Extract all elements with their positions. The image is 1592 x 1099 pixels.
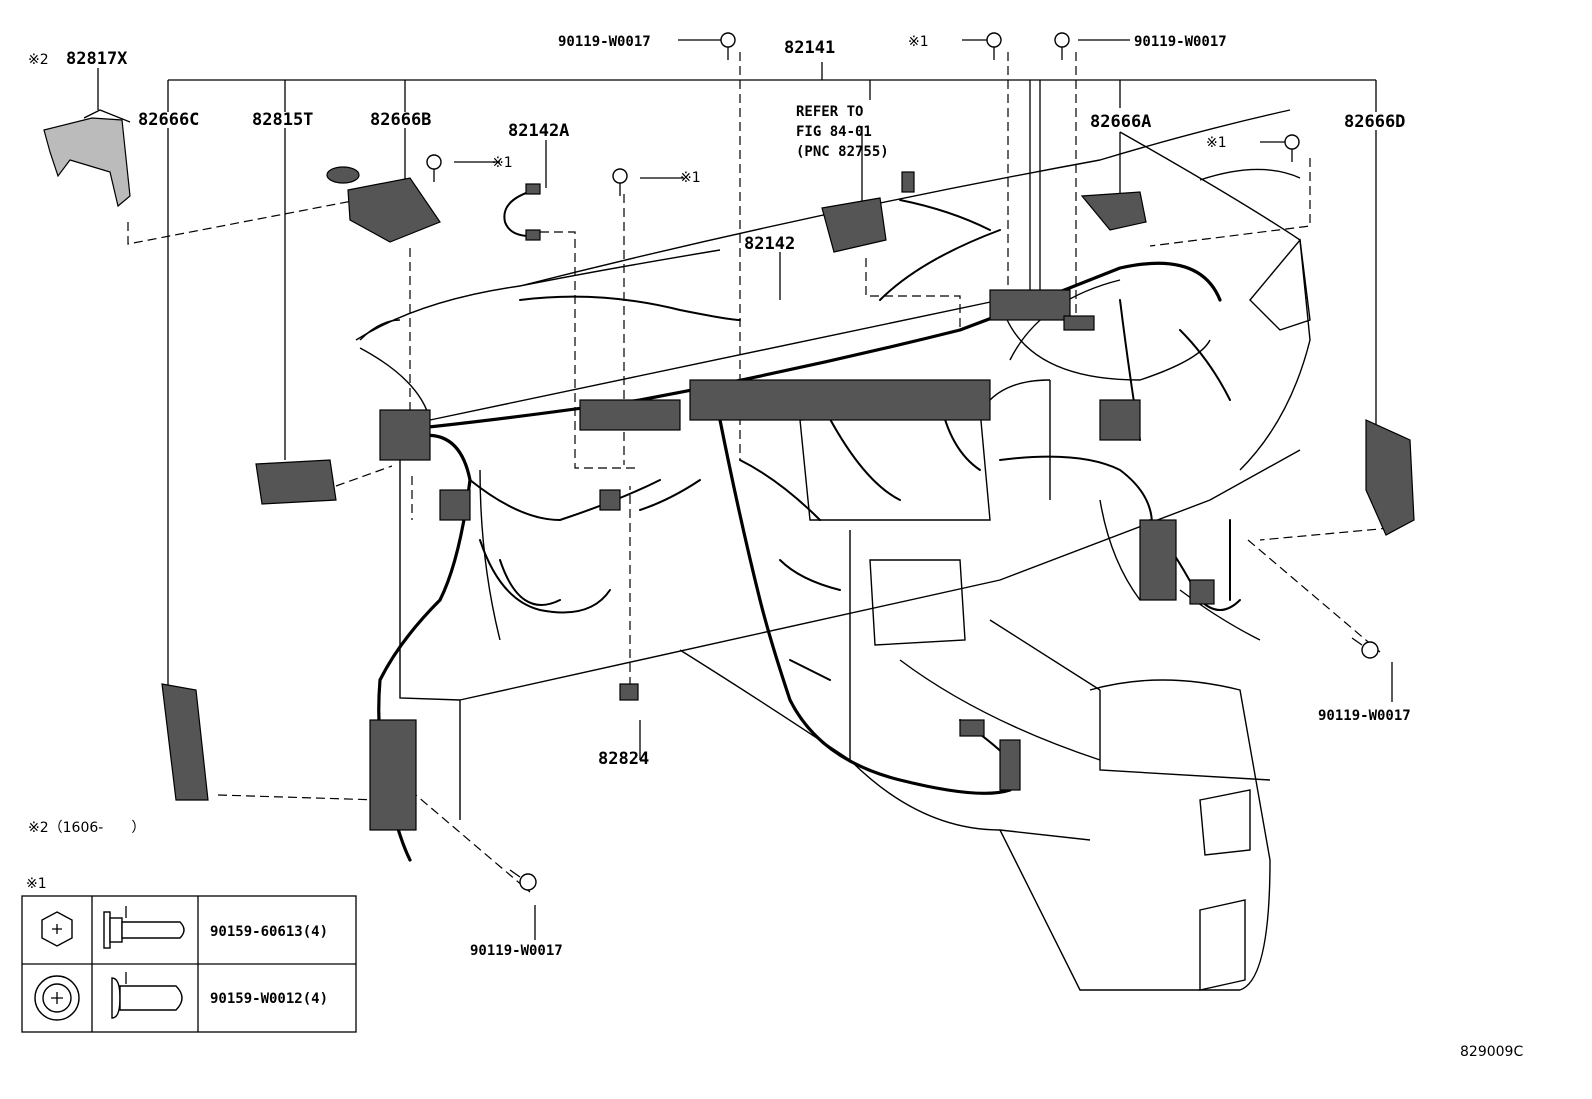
label-mark1-c: ※1: [680, 170, 701, 186]
label-82666d: 82666D: [1344, 112, 1405, 132]
label-refer-line2: FIG 84-01: [796, 124, 872, 140]
label-bolt-right: 90119-W0017: [1318, 708, 1411, 724]
label-mark1-b: ※1: [492, 155, 513, 171]
label-82666a: 82666A: [1090, 112, 1151, 132]
dashboard-panel: [355, 109, 1311, 991]
legend-title: ※1: [26, 876, 47, 892]
label-mark1-a: ※1: [908, 34, 929, 50]
main-leader-bracket: [167, 62, 1377, 300]
label-bolt-bottom: 90119-W0017: [470, 943, 563, 959]
round-head-screw-icon: [34, 972, 183, 1021]
legend-part-1: 90159-60613(4): [210, 924, 328, 940]
legend-part-2: 90159-W0012(4): [210, 991, 328, 1007]
label-82141: 82141: [784, 38, 835, 58]
diagram-id: 829009C: [1460, 1044, 1523, 1060]
part-leaders: [97, 39, 1393, 940]
part-82817x-bracket: [43, 109, 131, 208]
part-82824-clip: [619, 683, 639, 701]
label-82824: 82824: [598, 749, 649, 769]
part-82666b-connector: [326, 166, 441, 243]
label-refer-line3: (PNC 82755): [796, 144, 889, 160]
harness-connectors: [369, 289, 1215, 831]
label-refer-line1: REFER TO: [796, 104, 863, 120]
label-82142: 82142: [744, 234, 795, 254]
label-82817x: 82817X: [66, 49, 128, 69]
part-labels: 82141 ※2 82817X 82666C 82815T 82666B 821…: [28, 34, 1523, 1060]
label-bolt-top-left: 90119-W0017: [558, 34, 651, 50]
label-bolt-top-right: 90119-W0017: [1134, 34, 1227, 50]
part-82666c-connector: [161, 683, 209, 801]
label-82817x-mark: ※2: [28, 52, 49, 68]
label-82142a: 82142A: [508, 121, 569, 141]
label-82815t: 82815T: [252, 110, 313, 130]
part-82666a-connector: [1080, 191, 1147, 231]
part-82666d-connector: [1365, 419, 1415, 536]
part-82142a-wire: [503, 183, 541, 241]
part-82755-relay: [821, 171, 915, 253]
footnote-2: ※2（1606- ）: [28, 820, 145, 836]
assembly-dash-lines: [127, 52, 1391, 893]
hex-flange-bolt-icon: [41, 906, 185, 949]
legend-table: ※1 90159-60613(4) 90159-W0012(4): [21, 876, 357, 1033]
wire-harness: [377, 199, 1241, 862]
label-82666b: 82666B: [370, 110, 431, 130]
label-82666c: 82666C: [138, 110, 199, 130]
bolt-icon: [426, 32, 1379, 891]
part-82815t-block: [255, 459, 337, 505]
label-mark1-d: ※1: [1206, 135, 1227, 151]
